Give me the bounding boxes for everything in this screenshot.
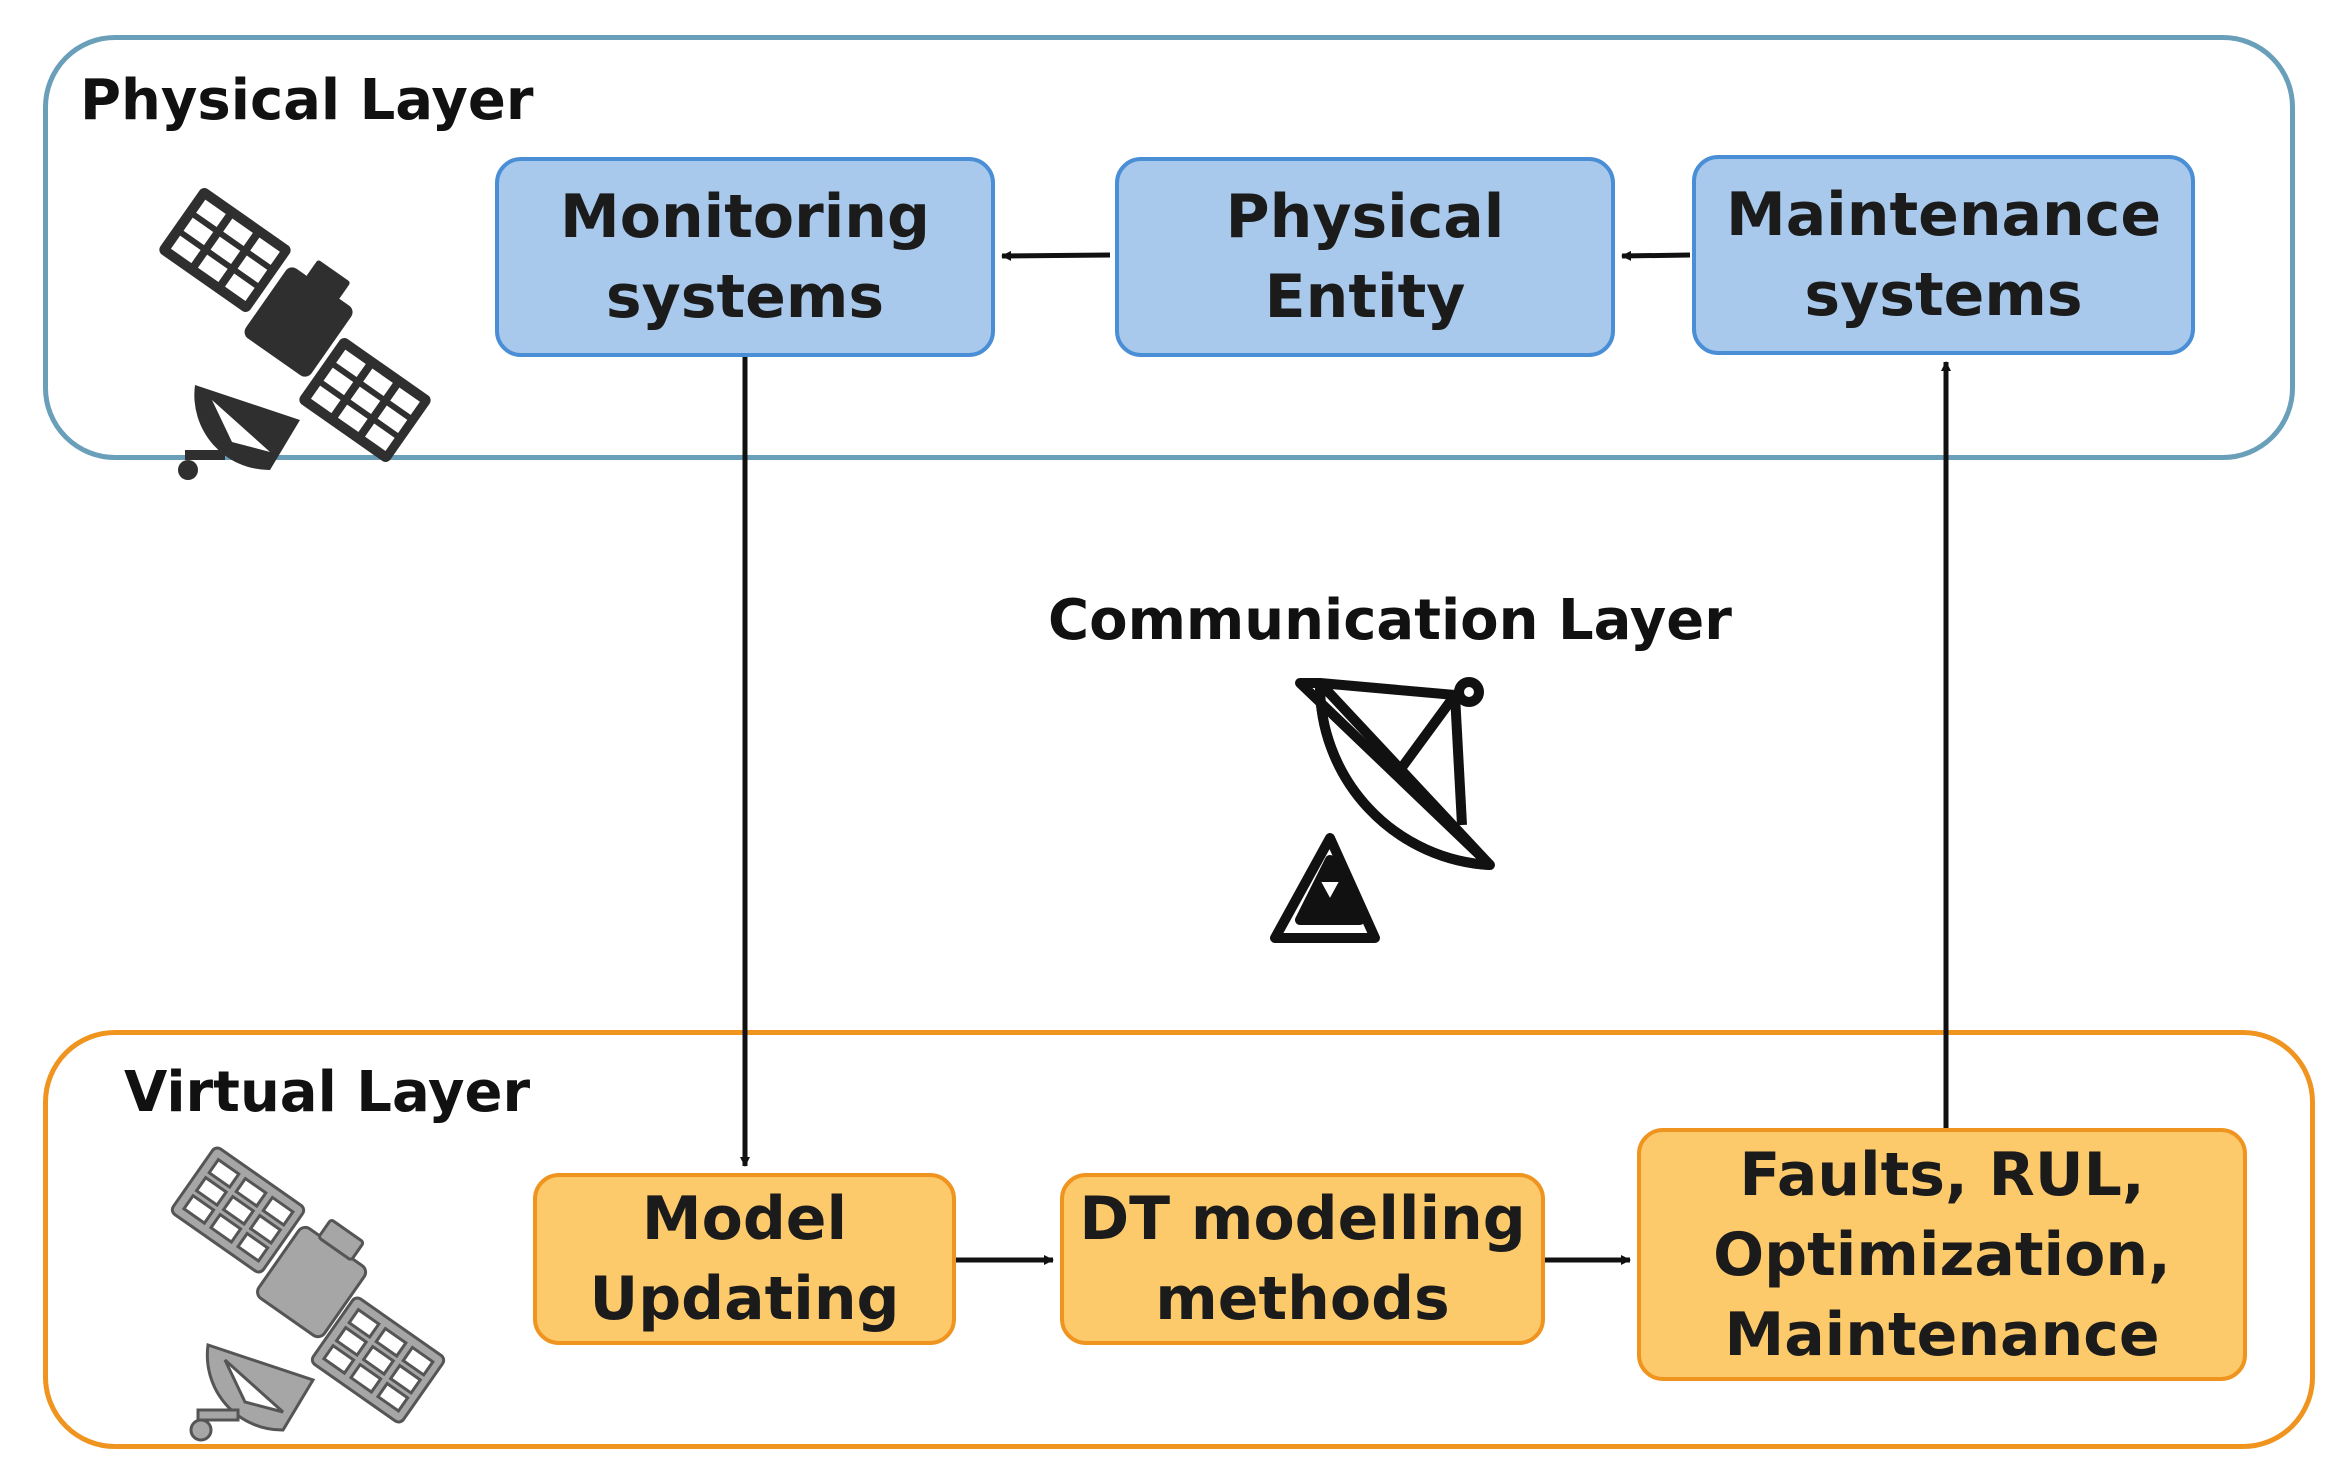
node-label-line: Maintenance (1724, 1299, 2160, 1370)
physical-entity-node: Physical Entity (1115, 157, 1615, 357)
virtual-satellite-icon (168, 1144, 448, 1442)
arrow-maintenance-to-entity (1621, 250, 1691, 261)
node-label-line: Model (641, 1184, 848, 1254)
satellite-dish-icon (1270, 677, 1495, 943)
dt-modelling-methods-node: DT modelling methods (1060, 1173, 1545, 1345)
node-label-line: Physical (1225, 182, 1505, 252)
physical-layer-title: Physical Layer (80, 68, 534, 133)
node-label-line: methods (1155, 1264, 1450, 1334)
node-label-line: Updating (589, 1264, 900, 1334)
node-label-line: Maintenance (1725, 180, 2162, 250)
physical-satellite-icon (157, 185, 433, 481)
node-label-line: Entity (1264, 262, 1466, 332)
monitoring-systems-node: Monitoring systems (495, 157, 995, 357)
communication-layer-title: Communication Layer (1048, 588, 1732, 653)
node-label-line: systems (1804, 260, 2083, 330)
node-label-line: Faults, RUL, (1739, 1139, 2145, 1210)
node-label-line: Monitoring (560, 182, 930, 252)
node-label-line: Optimization, (1713, 1219, 2171, 1290)
maintenance-systems-node: Maintenance systems (1692, 155, 2195, 355)
arrow-entity-to-monitoring (1001, 250, 1111, 261)
node-label-line: systems (605, 262, 885, 332)
node-label-line: DT modelling (1079, 1184, 1526, 1254)
virtual-layer-title: Virtual Layer (124, 1060, 531, 1125)
model-updating-node: Model Updating (533, 1173, 956, 1345)
faults-rul-optimization-maintenance-node: Faults, RUL, Optimization, Maintenance (1637, 1128, 2247, 1381)
